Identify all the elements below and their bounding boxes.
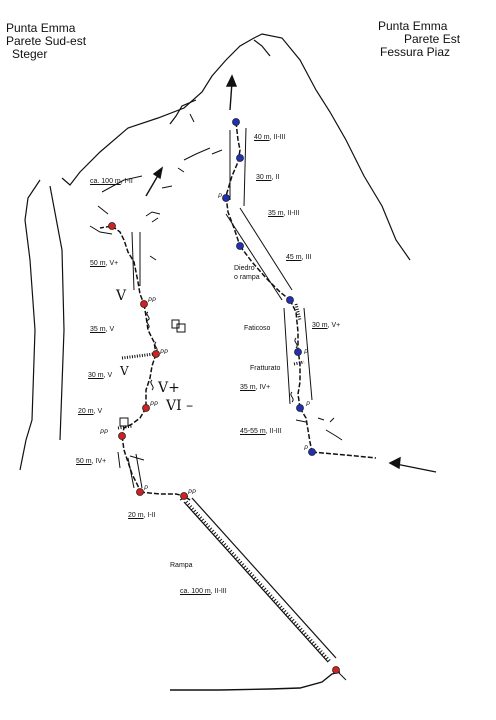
pitch-label: 30 m, II	[256, 174, 280, 181]
pitch-label: 50 m, IV+	[76, 458, 107, 465]
belay-piaz-7	[236, 154, 244, 162]
rampa-pitch-label: ca. 100 m, II-III	[180, 588, 227, 595]
grade-v-mid: V	[120, 364, 129, 378]
belay-piaz-6	[222, 194, 230, 202]
p-marker: P	[304, 350, 309, 356]
feature-diedro-line1: Diedro	[234, 265, 255, 272]
left-buttress-outer	[19, 179, 41, 471]
belay-piaz-5	[236, 242, 244, 250]
rock-texture	[89, 113, 343, 441]
right-header-peak: Punta Emma	[378, 19, 448, 33]
pp-marker: PP	[100, 430, 109, 436]
p-marker: P	[306, 402, 311, 408]
belay-steger-6	[140, 300, 148, 308]
steger-belays	[108, 222, 340, 674]
belay-rampa-start	[332, 666, 340, 674]
feature-diedro-line2: o rampa	[234, 274, 260, 281]
p-marker: P	[218, 194, 223, 200]
grade-v-top: V	[116, 288, 127, 304]
belay-steger-4	[142, 404, 150, 412]
pitch-label: 35 m, V	[90, 326, 115, 333]
steger-route	[99, 225, 191, 501]
belay-steger-1	[180, 492, 188, 500]
belay-steger-5	[152, 350, 160, 358]
pitch-label: 20 m, I-II	[128, 512, 156, 519]
pitch-label: 30 m, V	[88, 372, 113, 379]
belay-steger-7	[108, 222, 116, 230]
pp-marker: PP	[148, 298, 157, 304]
belay-piaz-3	[294, 348, 302, 356]
belay-piaz-4	[286, 296, 294, 304]
feature-faticoso: Faticoso	[244, 325, 271, 332]
left-header-peak: Punta Emma	[6, 21, 76, 35]
pitch-label: 40 m, II-III	[254, 134, 286, 141]
piaz-belays	[222, 118, 316, 456]
belay-steger-3	[118, 432, 126, 440]
pitch-label: 50 m, V+	[90, 260, 119, 267]
pp-marker: PP	[188, 490, 197, 496]
left-header: Punta Emma Parete Sud-est Steger	[6, 22, 86, 61]
rampa-label: Rampa	[170, 562, 193, 569]
right-header-face: Parete Est	[404, 32, 461, 46]
pitch-label: 35 m, II-III	[268, 210, 300, 217]
arrow-piaz-start	[395, 463, 437, 473]
belay-piaz-2	[296, 404, 304, 412]
mountain-outline	[19, 33, 411, 471]
left-buttress-inner	[49, 185, 65, 441]
pitch-label: ca. 100 m, I-II	[90, 178, 133, 185]
right-header: Punta Emma Parete Est Fessura Piaz	[378, 20, 460, 59]
p-marker: P	[304, 446, 309, 452]
left-header-face: Parete Sud-est	[6, 34, 87, 48]
belay-steger-2	[136, 488, 144, 496]
pp-marker: PP	[150, 402, 159, 408]
right-header-route: Fessura Piaz	[380, 45, 451, 59]
belay-piaz-1	[308, 448, 316, 456]
pitch-label: 35 m, IV+	[240, 384, 271, 391]
rampa-ramp	[179, 495, 337, 664]
ground-line	[170, 671, 341, 691]
feature-diedro: Diedro o rampa	[234, 264, 260, 282]
pitch-label: 45 m, III	[286, 254, 312, 261]
belay-piaz-8	[232, 118, 240, 126]
grade-v-plus: V+	[158, 380, 180, 396]
feature-fratturato: Fratturato	[250, 365, 281, 372]
left-header-route: Steger	[12, 47, 48, 61]
pitch-label: 30 m, V+	[312, 322, 341, 329]
skyline	[61, 33, 411, 261]
grade-vi-minus: VI –	[166, 398, 194, 414]
pp-marker: PP	[160, 350, 169, 356]
pitch-label: 45-55 m, II-III	[240, 428, 282, 435]
piaz-route	[225, 121, 377, 459]
direction-arrows	[145, 74, 437, 473]
p-marker: P	[144, 486, 149, 492]
pitch-label: 20 m, V	[78, 408, 103, 415]
